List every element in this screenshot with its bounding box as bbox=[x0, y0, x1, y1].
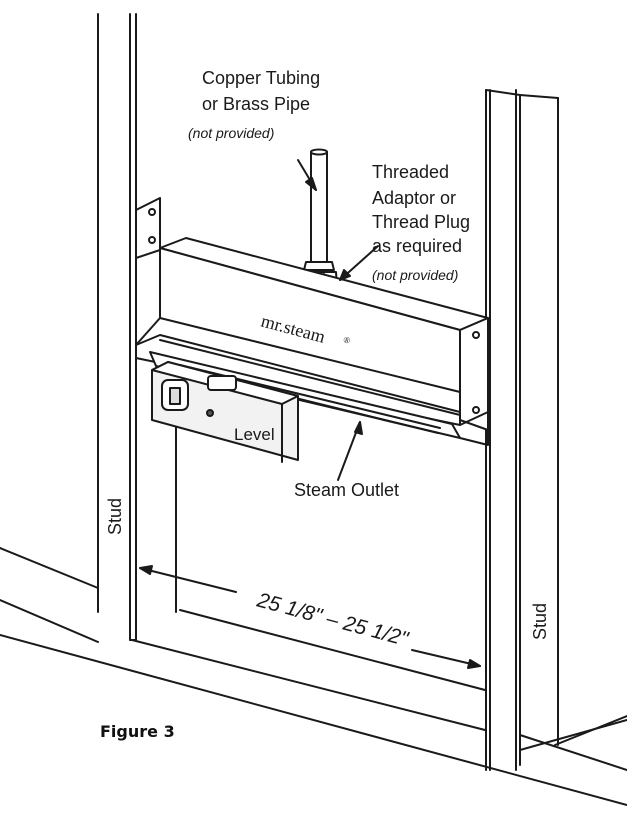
adaptor-label-line4: as required bbox=[372, 236, 462, 256]
dimension-label: 25 1/8" – 25 1/2" bbox=[254, 588, 412, 651]
copper-label-line2: or Brass Pipe bbox=[202, 94, 310, 114]
adaptor-label-line2: Adaptor or bbox=[372, 188, 456, 208]
steam-outlet-label: Steam Outlet bbox=[294, 480, 399, 500]
steam-outlet-unit bbox=[135, 197, 489, 446]
right-stud bbox=[485, 89, 559, 771]
leader-arrows bbox=[139, 159, 481, 669]
floor-lines bbox=[0, 547, 627, 806]
stud-label-right: Stud bbox=[530, 603, 550, 640]
level-label: Level bbox=[234, 425, 275, 444]
figure-caption: Figure 3 bbox=[100, 722, 175, 741]
copper-label-line1: Copper Tubing bbox=[202, 68, 320, 88]
copper-pipe bbox=[310, 148, 328, 263]
level-tool bbox=[151, 361, 299, 463]
copper-note: (not provided) bbox=[188, 125, 274, 141]
adaptor-label-line3: Thread Plug bbox=[372, 212, 470, 232]
adaptor-label-line1: Threaded bbox=[372, 162, 449, 182]
adaptor-note: (not provided) bbox=[372, 267, 458, 283]
brand-registered-mark: ® bbox=[342, 334, 351, 345]
left-stud bbox=[97, 13, 177, 641]
stud-label-left: Stud bbox=[105, 498, 125, 535]
